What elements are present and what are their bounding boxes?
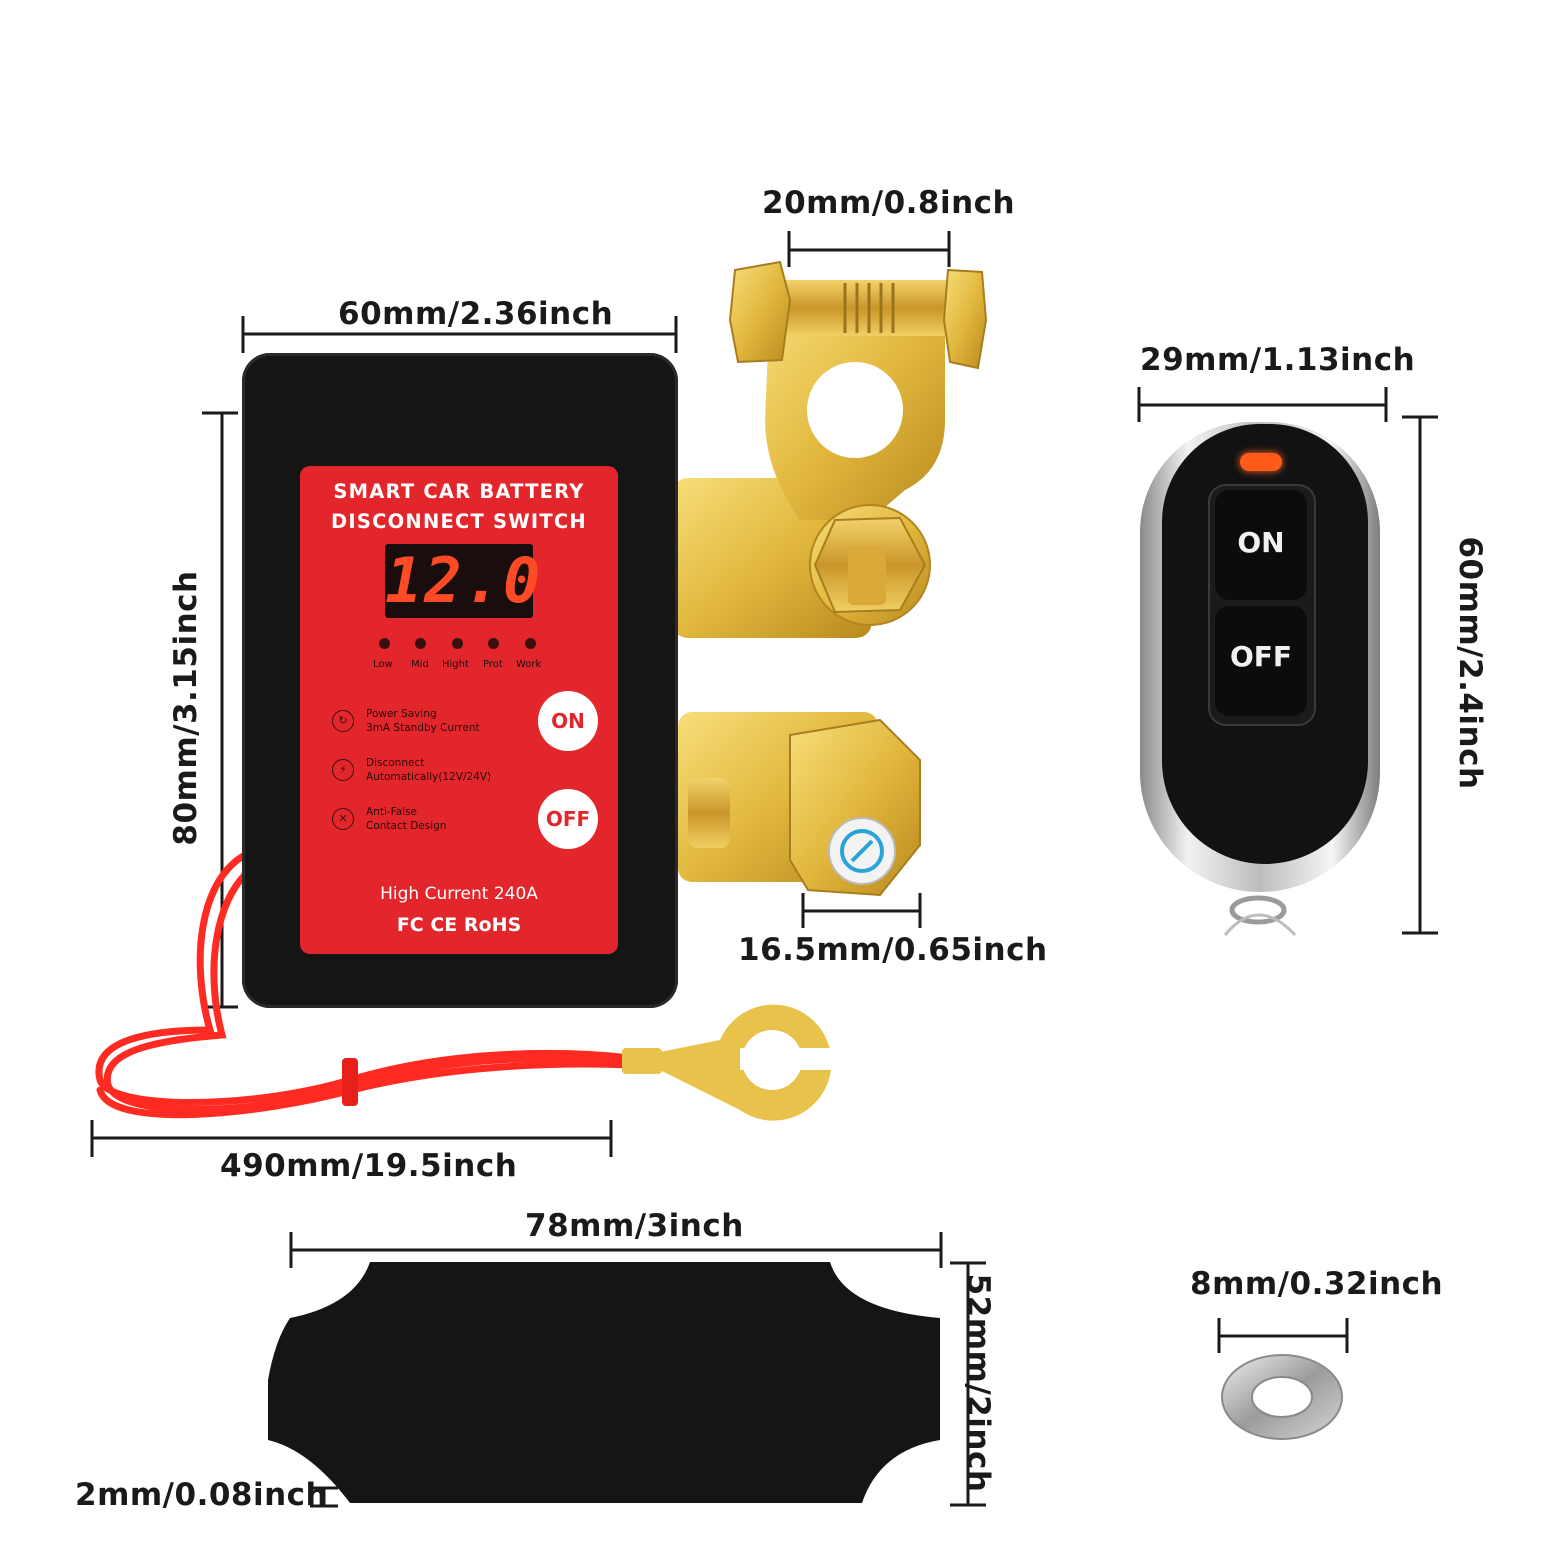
remote-indicator-light <box>1240 453 1282 471</box>
led-work <box>525 638 536 649</box>
device-width-label: 60mm/2.36inch <box>338 296 614 332</box>
remote-off-button[interactable]: OFF <box>1215 606 1307 716</box>
led-label: Low <box>373 659 393 670</box>
led-label: Work <box>516 659 542 670</box>
terminal-width-label: 16.5mm/0.65inch <box>738 932 1048 968</box>
remote-on-button[interactable]: ON <box>1215 490 1307 600</box>
power-saving-icon: ↻ <box>332 710 354 732</box>
anti-false-icon: ✕ <box>332 808 354 830</box>
certification-marks: FC CE RoHS <box>396 914 522 936</box>
led-high <box>452 638 463 649</box>
clamp-width-label: 20mm/0.8inch <box>762 185 1016 221</box>
device-faceplate: SMART CAR BATTERY DISCONNECT SWITCH 12.0… <box>300 466 618 954</box>
led-mid <box>415 638 426 649</box>
spring-washer <box>1221 1354 1343 1440</box>
device-on-button[interactable]: ON <box>538 691 598 751</box>
device-off-button[interactable]: OFF <box>538 789 598 849</box>
led-prot <box>488 638 499 649</box>
disconnect-icon: ⚡ <box>332 759 354 781</box>
washer-width-label: 8mm/0.32inch <box>1190 1266 1444 1302</box>
device-height-label: 80mm/3.15inch <box>168 570 204 846</box>
led-low <box>379 638 390 649</box>
pad-height-label: 52mm/2inch <box>960 1273 996 1493</box>
led-label: Hight <box>442 659 469 670</box>
device-title-line2: DISCONNECT SWITCH <box>331 510 587 533</box>
led-label: Mid <box>411 659 429 670</box>
voltage-display: 12.0 <box>385 544 543 618</box>
remote-width-label: 29mm/1.13inch <box>1140 342 1416 378</box>
current-rating: High Current 240A <box>380 884 538 904</box>
led-label: Prot <box>483 659 503 670</box>
cable-length-label: 490mm/19.5inch <box>220 1148 518 1184</box>
pad-width-label: 78mm/3inch <box>525 1208 744 1244</box>
device-title-line1: SMART CAR BATTERY <box>333 480 585 503</box>
negative-icon <box>840 829 884 873</box>
pad-thickness-label: 2mm/0.08inch <box>75 1477 329 1513</box>
remote-height-label: 60mm/2.4inch <box>1452 536 1488 790</box>
